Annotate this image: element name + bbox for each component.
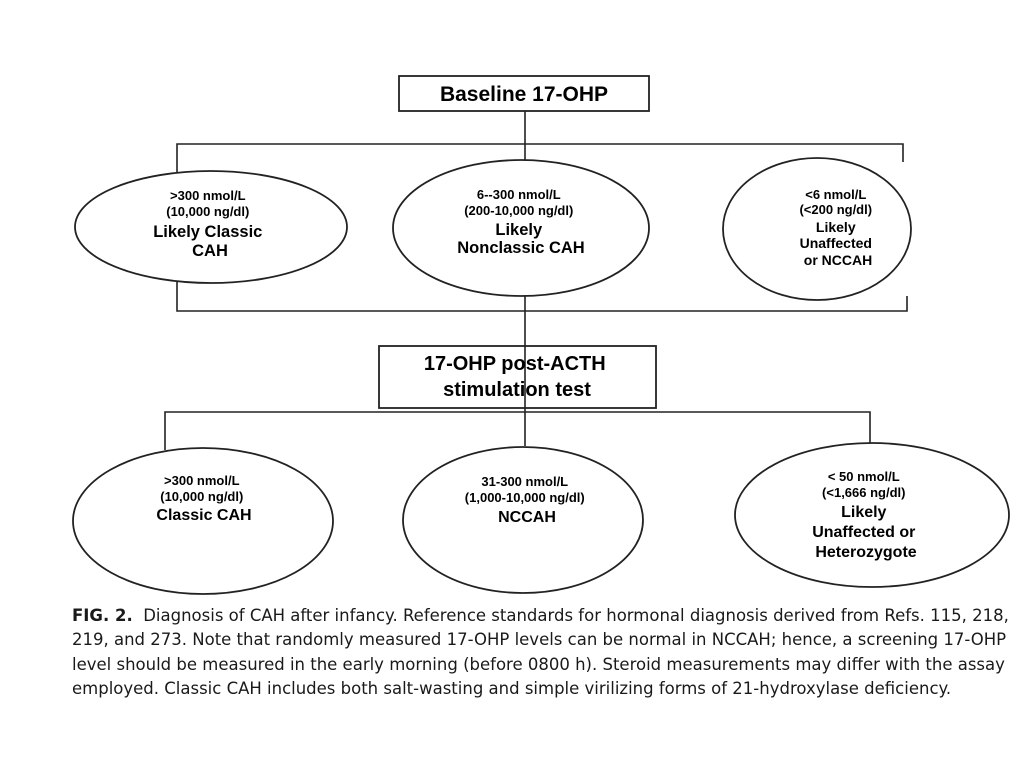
stim-result-nccah-line: (1,000-10,000 ng/dl) (465, 490, 585, 505)
stim-box (378, 345, 657, 409)
baseline-result-unaffected-ellipse (722, 157, 912, 301)
stim-result-unaffected-ellipse (734, 442, 1010, 588)
baseline-result-classic-ellipse (74, 170, 348, 284)
flowchart-boxes (378, 75, 657, 409)
stim-result-classic-label: >300 nmol/L (10,000 ng/dl) Classic CAH (156, 472, 251, 524)
baseline-box (398, 75, 650, 112)
baseline-result-unaffected-line: (<200 ng/dl) (799, 202, 872, 217)
baseline-box-line: Baseline 17-OHP (440, 83, 608, 106)
stim-box-label: 17-OHP post-ACTH stimulation test (424, 353, 610, 401)
stim-result-unaffected-label: < 50 nmol/L (<1,666 ng/dl) Likely Unaffe… (812, 468, 920, 561)
connector-baseline-bracket (176, 143, 904, 178)
baseline-result-unaffected-line: Unaffected (800, 235, 872, 251)
baseline-result-nonclassic-line: Likely (495, 221, 543, 239)
stim-result-nccah-label: 31-300 nmol/L (1,000-10,000 ng/dl) NCCAH (465, 473, 589, 526)
stim-box-line: 17-OHP post-ACTH (424, 353, 606, 375)
baseline-result-classic-label: >300 nmol/L (10,000 ng/dl) Likely Classi… (153, 187, 267, 260)
baseline-result-nonclassic-line: 6--300 nmol/L (477, 187, 561, 202)
stim-result-nccah-line: NCCAH (498, 509, 556, 526)
flowchart-ellipses (72, 157, 1010, 595)
baseline-result-nonclassic-line: (200-10,000 ng/dl) (464, 203, 573, 218)
figure-caption: FIG. 2. Diagnosis of CAH after infancy. … (72, 604, 1012, 701)
baseline-result-unaffected-line: <6 nmol/L (805, 187, 866, 202)
baseline-result-classic-line: (10,000 ng/dl) (166, 204, 249, 219)
stim-result-classic-line: Classic CAH (156, 507, 251, 524)
stim-result-nccah-ellipse (402, 446, 644, 594)
stim-result-classic-line: >300 nmol/L (164, 473, 240, 488)
baseline-result-unaffected-line: Likely (816, 219, 856, 235)
stim-result-unaffected-line: Heterozygote (815, 544, 916, 561)
figure-label: FIG. 2. (72, 606, 133, 625)
stim-result-unaffected-line: Likely (841, 504, 886, 521)
stim-result-unaffected-line: Unaffected or (812, 524, 915, 541)
connector-results-bracket (176, 282, 908, 312)
baseline-box-label: Baseline 17-OHP (440, 83, 608, 106)
connector-stim-bracket (164, 411, 871, 450)
baseline-result-classic-line: CAH (192, 242, 228, 260)
baseline-result-nonclassic-ellipse (392, 159, 650, 297)
figure-caption-text: Diagnosis of CAH after infancy. Referenc… (72, 606, 1009, 698)
baseline-result-classic-line: >300 nmol/L (170, 188, 246, 203)
stim-result-classic-line: (10,000 ng/dl) (160, 489, 243, 504)
baseline-result-unaffected-label: <6 nmol/L (<200 ng/dl) Likely Unaffected… (799, 186, 876, 268)
baseline-result-unaffected-line: or NCCAH (804, 252, 872, 268)
stim-box-line: stimulation test (443, 379, 591, 401)
flowchart-connectors (164, 111, 908, 450)
cah-diagnosis-flowchart: Baseline 17-OHP >300 nmol/L (10,000 ng/d… (72, 75, 1010, 595)
baseline-result-classic-line: Likely Classic (153, 223, 262, 241)
stim-result-unaffected-line: (<1,666 ng/dl) (822, 485, 905, 500)
stim-result-classic-ellipse (72, 447, 334, 595)
stim-result-nccah-line: 31-300 nmol/L (481, 474, 568, 489)
baseline-result-nonclassic-label: 6--300 nmol/L (200-10,000 ng/dl) Likely … (457, 186, 584, 257)
stim-result-unaffected-line: < 50 nmol/L (828, 469, 900, 484)
baseline-result-nonclassic-line: Nonclassic CAH (457, 239, 584, 257)
